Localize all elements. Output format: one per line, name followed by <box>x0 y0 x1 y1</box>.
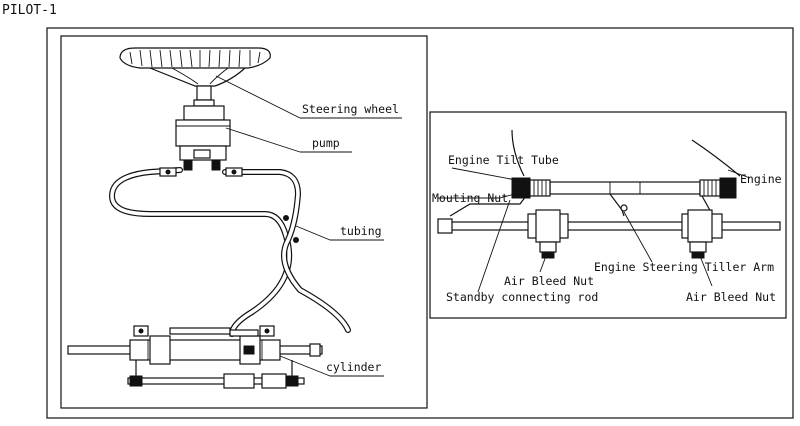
label-pump: pump <box>312 136 340 150</box>
label-engine: Engine <box>740 172 782 186</box>
engine-assembly <box>437 129 781 259</box>
label-mouting-nut: Mouting Nut <box>432 191 508 205</box>
left-leaders <box>215 75 402 377</box>
right-panel-frame <box>429 111 787 319</box>
label-engine-tilt-tube: Engine Tilt Tube <box>448 153 559 167</box>
diagram-title: PILOT-1 <box>2 3 57 18</box>
steering-wheel <box>119 47 271 107</box>
label-standby-connecting-rod: Standby connecting rod <box>446 290 598 304</box>
label-cylinder: cylinder <box>326 360 381 374</box>
right-leaders <box>438 167 751 293</box>
label-engine-steering-tiller-arm: Engine Steering Tiller Arm <box>594 260 774 274</box>
pump <box>175 105 231 171</box>
label-steering-wheel: Steering wheel <box>302 102 399 116</box>
label-air-bleed-nut-right: Air Bleed Nut <box>686 290 776 304</box>
left-panel-frame <box>60 35 428 409</box>
label-tubing: tubing <box>340 224 382 238</box>
tubing <box>109 167 351 337</box>
label-air-bleed-nut-left: Air Bleed Nut <box>504 274 594 288</box>
outer-frame <box>46 27 794 419</box>
cylinder <box>67 325 323 389</box>
